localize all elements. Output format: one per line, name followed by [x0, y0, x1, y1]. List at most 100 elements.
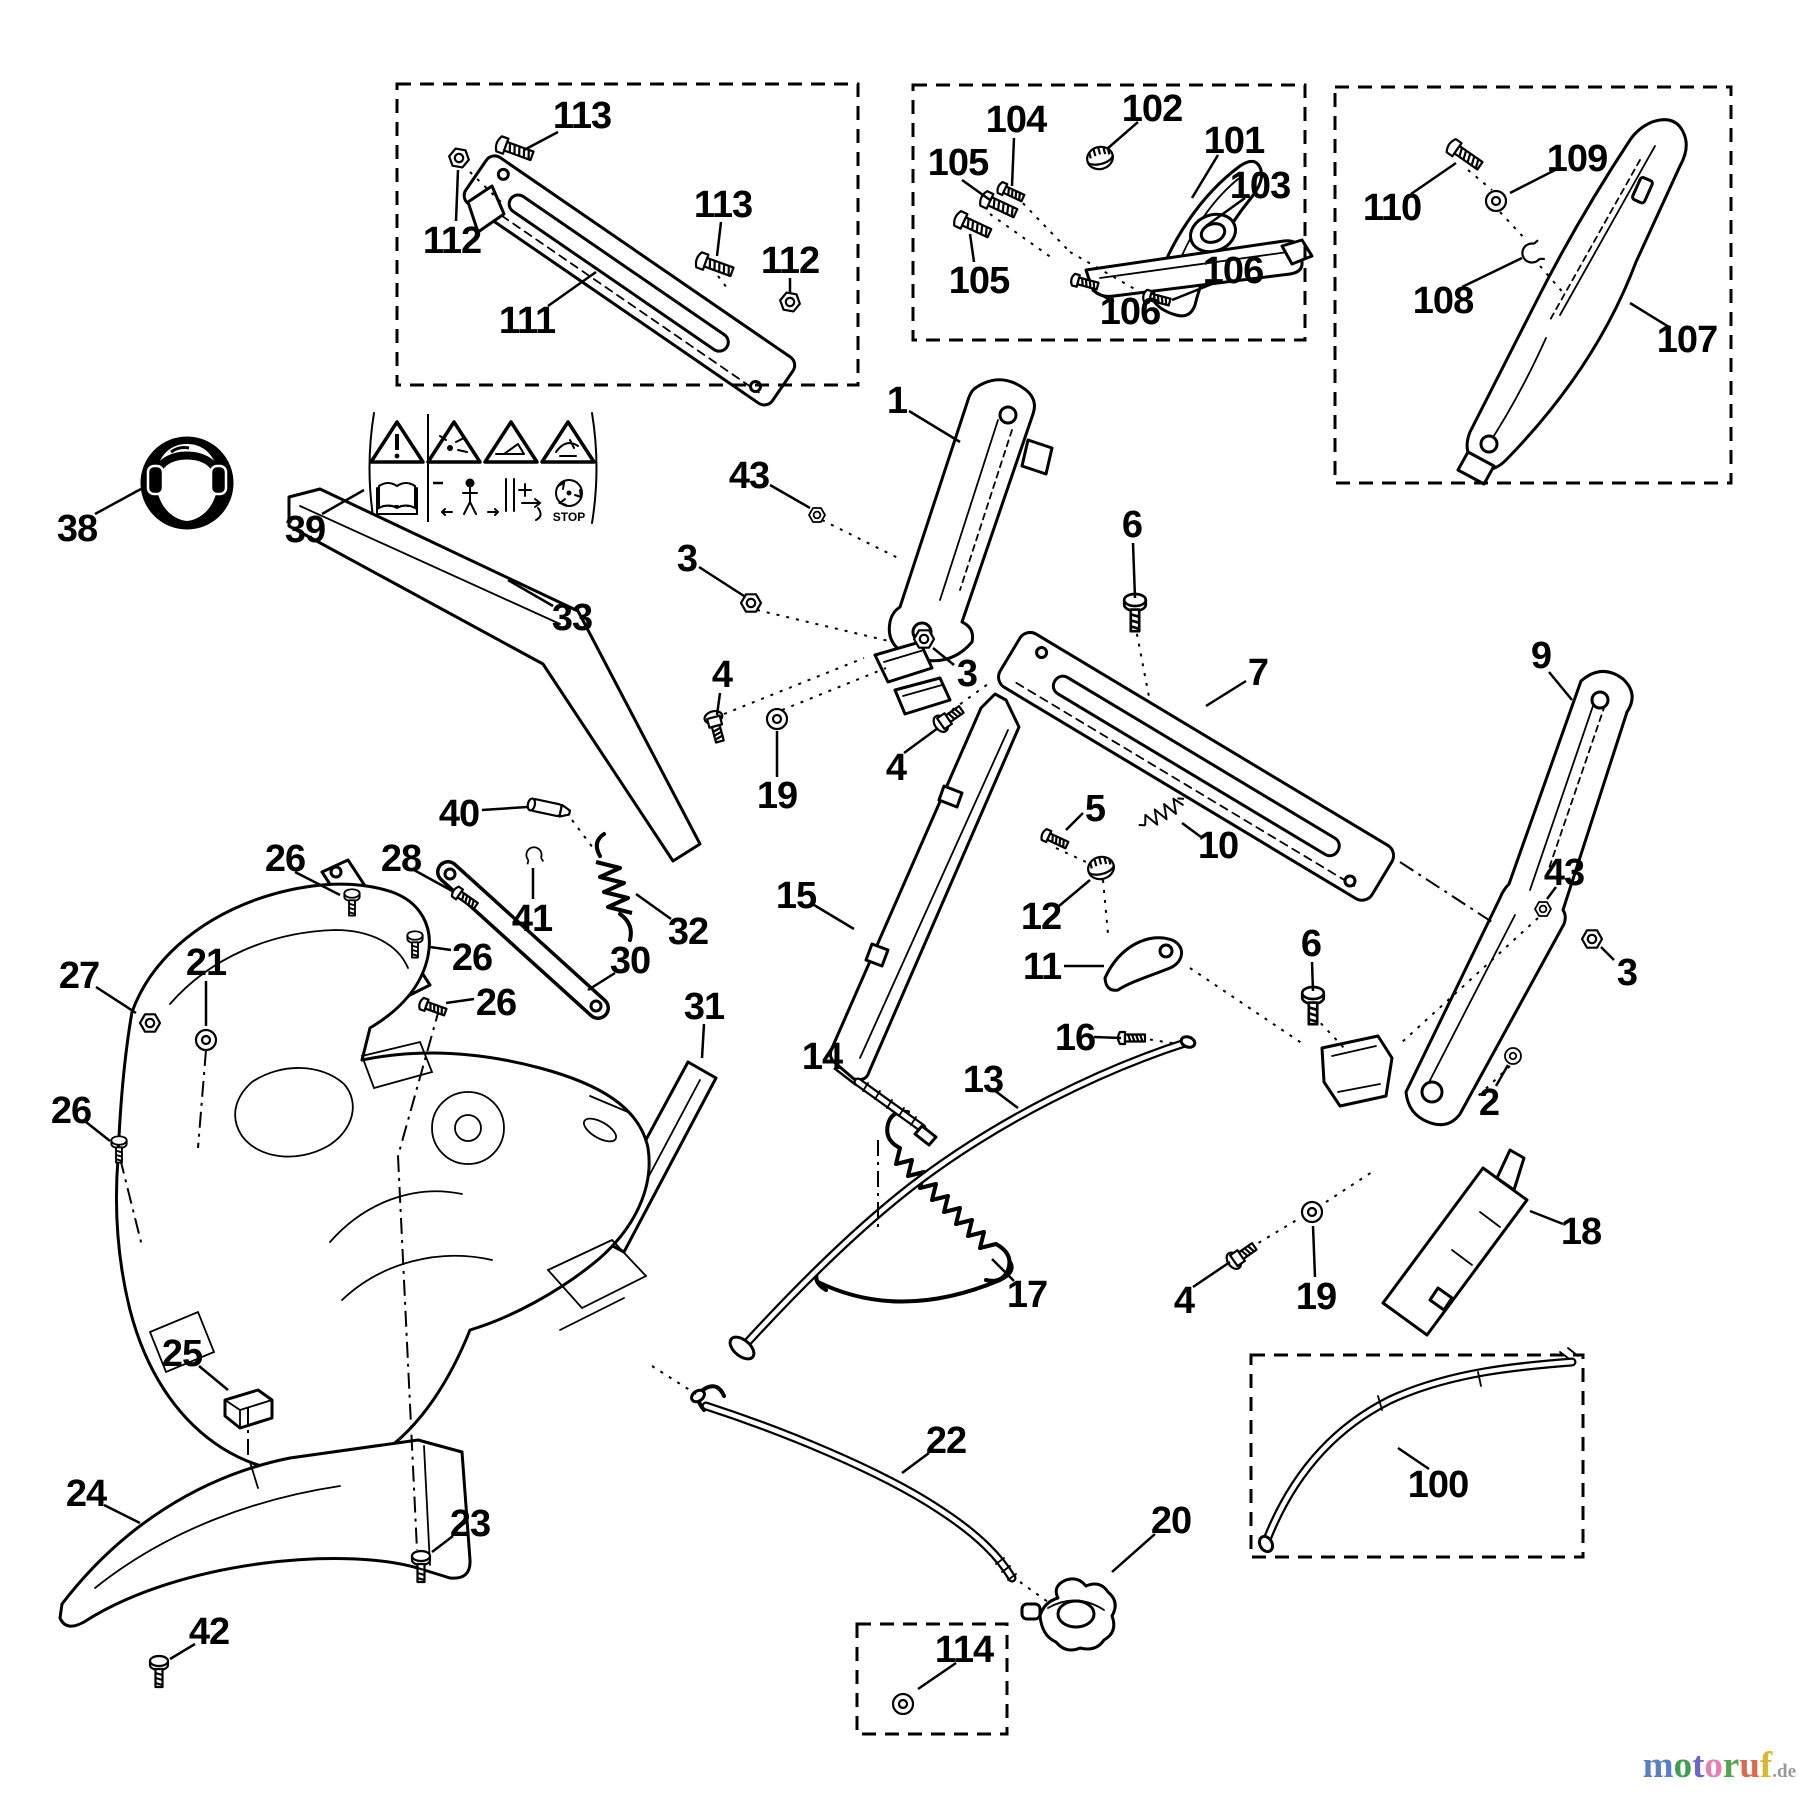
- part-label-41: 41: [512, 898, 553, 940]
- leader-line-16: [1093, 1035, 1122, 1040]
- part-label-7: 7: [1248, 652, 1268, 694]
- part-label-112: 112: [423, 220, 481, 262]
- leader-line-108: [1461, 256, 1523, 289]
- leader-line-111: [547, 270, 597, 308]
- leader-line-109: [1509, 167, 1558, 195]
- leader-line-39: [321, 488, 365, 516]
- part-label-42: 42: [189, 1611, 229, 1653]
- part-label-17: 17: [1007, 1274, 1047, 1316]
- part-32-spring: [594, 832, 633, 942]
- detail-box-107: [1333, 85, 1733, 485]
- part-label-13: 13: [963, 1059, 1003, 1101]
- part-label-107: 107: [1657, 319, 1717, 361]
- nut-fastener-part-27: [138, 1013, 162, 1033]
- leader-line-114: [917, 1661, 957, 1691]
- nut-fastener-part-3: [739, 593, 763, 613]
- part-label-111: 111: [499, 300, 556, 342]
- leader-line-14: [833, 1067, 857, 1086]
- watermark-letter: u: [1739, 1745, 1760, 1786]
- dotted-guide-line: [1249, 1217, 1301, 1249]
- part-label-18: 18: [1561, 1211, 1601, 1253]
- part-label-11: 11: [1023, 946, 1062, 988]
- dotted-guide-line: [1325, 1171, 1373, 1203]
- washer-fastener-part-19: [1300, 1200, 1324, 1224]
- part-label-32: 32: [668, 911, 708, 953]
- part-label-39: 39: [285, 509, 325, 551]
- leader-line-20: [1111, 1533, 1156, 1573]
- part-label-24: 24: [66, 1473, 107, 1515]
- leader-line-112: [454, 169, 460, 222]
- dotted-guide-line: [1499, 211, 1527, 241]
- part-label-100: 100: [1408, 1464, 1468, 1506]
- part-13-height-rod: [728, 1035, 1197, 1361]
- part-label-33: 33: [552, 597, 592, 639]
- leader-line-23: [431, 1535, 454, 1553]
- part-9-handle-bracket-right: [1404, 670, 1634, 1127]
- part-100-cable: [1257, 1347, 1579, 1554]
- part-label-4: 4: [712, 654, 733, 696]
- detail-box-100: [1249, 1353, 1585, 1559]
- leader-line-1: [908, 409, 961, 444]
- handle-clamp-plates: [873, 640, 952, 716]
- leader-line-43: [1546, 886, 1557, 900]
- nut-fastener-part-3: [912, 629, 936, 649]
- dotted-guide-line: [1019, 1581, 1049, 1603]
- watermark-letter: f: [1759, 1745, 1773, 1786]
- washer-fastener-part-109: [1484, 189, 1508, 213]
- leader-line-7: [1205, 679, 1247, 708]
- leader-line-13: [993, 1089, 1019, 1109]
- detail-box-111: [395, 82, 860, 387]
- leader-line-105: [961, 178, 991, 202]
- part-label-14: 14: [802, 1036, 843, 1078]
- part-label-5: 5: [1085, 788, 1106, 830]
- dotted-guide-line: [565, 811, 597, 853]
- stop-label: STOP: [553, 510, 585, 524]
- leader-line-25: [198, 1365, 229, 1391]
- part-7-handle-crossbar: [997, 630, 1396, 902]
- screwsm-fastener-part-5: [1038, 827, 1071, 852]
- leader-line-19: [1311, 1225, 1317, 1278]
- dotted-guide-line: [781, 667, 887, 711]
- dashdot-center-line: [397, 1155, 418, 1551]
- part-label-38: 38: [57, 508, 97, 550]
- warning-thrown-objects-icon: [426, 420, 482, 464]
- leader-line-106: [1171, 280, 1218, 302]
- leader-line-26: [445, 997, 475, 1005]
- clip-fastener-part-41: [523, 845, 545, 866]
- dotted-guide-line: [1139, 1037, 1179, 1045]
- part-18-cover-right: [1381, 1148, 1529, 1337]
- part-label-21: 21: [186, 942, 227, 984]
- part-label-113: 113: [553, 95, 611, 137]
- dotted-guide-line: [651, 1365, 697, 1395]
- dotted-guide-line: [717, 275, 731, 293]
- springsm-fastener-part-10: [1135, 793, 1190, 834]
- leader-line-26: [85, 1121, 111, 1142]
- part-label-22: 22: [926, 1420, 966, 1462]
- screw-fastener-part-113: [692, 250, 736, 281]
- detail-box-114: [855, 1622, 1009, 1736]
- leader-line-24: [103, 1503, 141, 1525]
- leader-line-100: [1397, 1446, 1430, 1471]
- washer-fastener-part-19: [765, 707, 789, 731]
- part-label-26: 26: [265, 838, 305, 880]
- watermark-letter: m: [1642, 1745, 1674, 1786]
- leader-line-28: [413, 868, 455, 894]
- bolt-fastener-part-4: [1222, 1237, 1261, 1273]
- part-label-25: 25: [162, 1333, 203, 1375]
- dotted-guide-line: [756, 609, 894, 643]
- part-label-108: 108: [1413, 280, 1473, 322]
- read-manual-icon: [376, 482, 418, 515]
- watermark-letter: o: [1673, 1745, 1693, 1786]
- leader-line-3: [932, 647, 955, 666]
- line-art: STOP: [58, 118, 1688, 1652]
- part-label-3: 3: [677, 538, 697, 580]
- warning-sticker: STOP: [368, 412, 598, 524]
- leader-line-27: [95, 985, 137, 1015]
- watermark-letter: r: [1722, 1745, 1740, 1786]
- dotted-guide-line: [1467, 169, 1493, 191]
- leader-line-10: [1181, 821, 1202, 839]
- washer-fastener-part-2: [1504, 1047, 1522, 1065]
- part-label-4: 4: [886, 747, 907, 789]
- part-label-105: 105: [928, 142, 989, 184]
